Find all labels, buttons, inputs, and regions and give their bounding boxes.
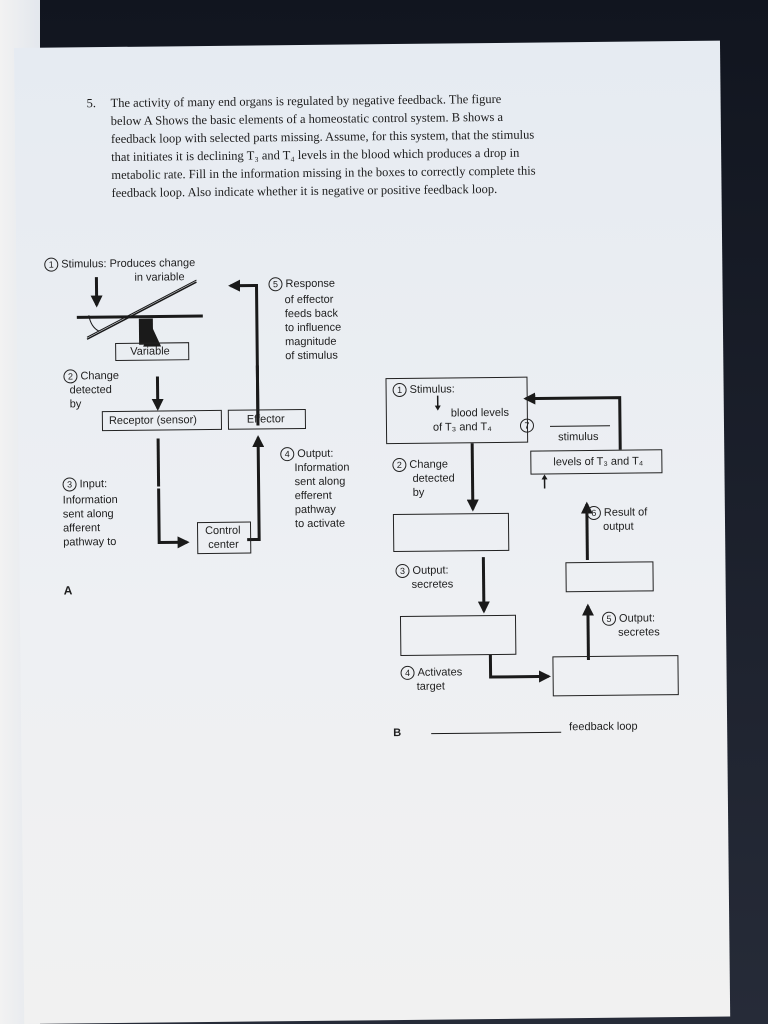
step-number-badge: 1	[392, 383, 407, 398]
stimulus-b-of: of T₃ and T₄	[432, 421, 492, 434]
stimulus-b-title-text: Stimulus:	[409, 383, 455, 396]
diagram-b-label: B	[393, 726, 402, 740]
step-number-badge: 5	[601, 611, 617, 626]
diagram-a-arrows	[76, 277, 265, 549]
step-number-badge: 2	[392, 458, 407, 473]
diagram-b-arrows	[431, 392, 622, 735]
output-b5-text: Output:	[618, 612, 656, 625]
output-b3-text: Output:	[412, 564, 449, 577]
activates-text-line: target	[416, 680, 445, 693]
activates-text: Activates	[417, 666, 463, 679]
step-number-badge: 6	[586, 505, 601, 521]
stimulus-word: stimulus	[558, 430, 599, 444]
levels-box: levels of T₃ and T₄	[530, 449, 663, 475]
result-text: Result of	[603, 506, 648, 519]
output-b5-text-line: secretes	[618, 626, 660, 639]
step-number-badge: 7	[519, 418, 535, 433]
output-b3-text-line: secretes	[411, 578, 454, 591]
blank-box-1[interactable]	[392, 512, 510, 553]
worksheet-page: 5. The activity of many end organs is re…	[14, 40, 731, 1024]
change-b-text-line: detected	[412, 472, 455, 485]
change-b-text-line: by	[412, 486, 425, 499]
blank-box-2[interactable]	[399, 614, 517, 656]
blank-box-4[interactable]	[552, 655, 679, 697]
step-number-badge: 4	[400, 665, 415, 681]
change-b-text: Change	[409, 458, 448, 471]
stimulus-b-blood: blood levels	[450, 406, 510, 420]
feedback-loop-text: feedback loop	[569, 720, 638, 734]
step-number-badge: 3	[395, 563, 410, 579]
levels-text: levels of T₃ and T₄	[553, 455, 644, 469]
result-text-line: output	[602, 520, 634, 533]
blank-box-3[interactable]	[565, 561, 654, 593]
step-7-badge: 7	[519, 418, 537, 433]
